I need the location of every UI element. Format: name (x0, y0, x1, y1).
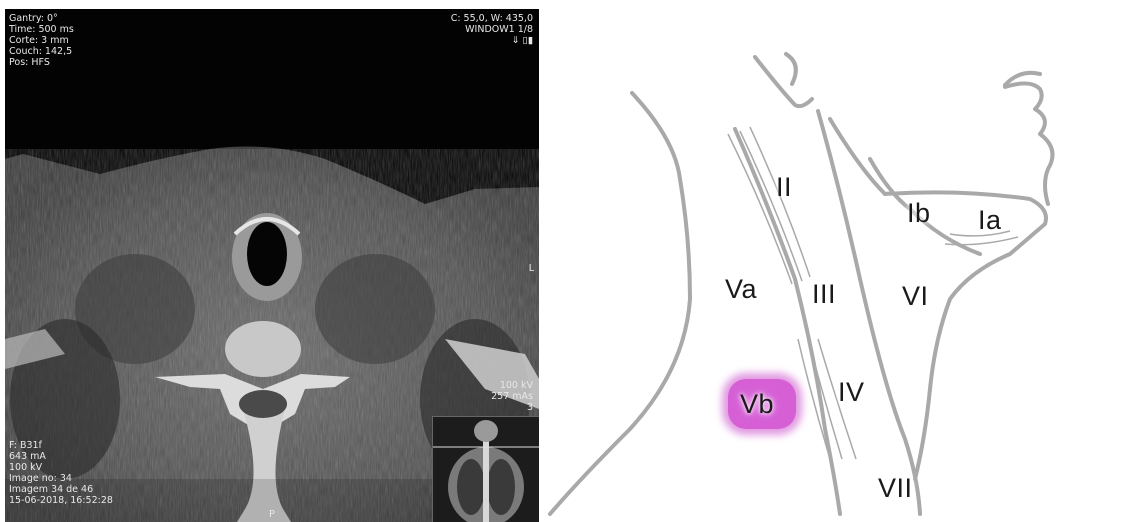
exposure-info: 100 kV 257 mAs 3 (491, 380, 533, 413)
neck-lymph-node-levels-diagram: II Ib Ia Va III VI Vb IV VII (540, 9, 1148, 522)
ct-scan-image: Gantry: 0° Time: 500 ms Corte: 3 mm Couc… (5, 9, 539, 522)
orientation-marker-posterior: P (269, 509, 275, 520)
level-label-vi: VI (902, 281, 929, 312)
scout-thumbnail[interactable] (432, 416, 539, 522)
scan-parameters-bottom-left: F: B31f 643 mA 100 kV Image no: 34 Image… (9, 440, 113, 506)
neck-outline-drawing (540, 9, 1148, 522)
window-level-info: C: 55,0, W: 435,0 WINDOW1 1/8 ⇓ ▯▮ (451, 13, 533, 46)
scan-parameters-top-left: Gantry: 0° Time: 500 ms Corte: 3 mm Couc… (9, 13, 74, 68)
level-label-iii: III (812, 279, 836, 310)
level-label-ia: Ia (978, 205, 1002, 236)
level-label-iv: IV (838, 377, 865, 408)
level-label-ib: Ib (907, 198, 931, 229)
scout-chest-image (433, 417, 539, 522)
level-label-vb: Vb (740, 389, 774, 420)
level-label-vii: VII (878, 473, 913, 504)
level-label-ii: II (776, 172, 792, 203)
level-label-va: Va (725, 274, 757, 305)
orientation-marker-left: L (529, 263, 534, 274)
